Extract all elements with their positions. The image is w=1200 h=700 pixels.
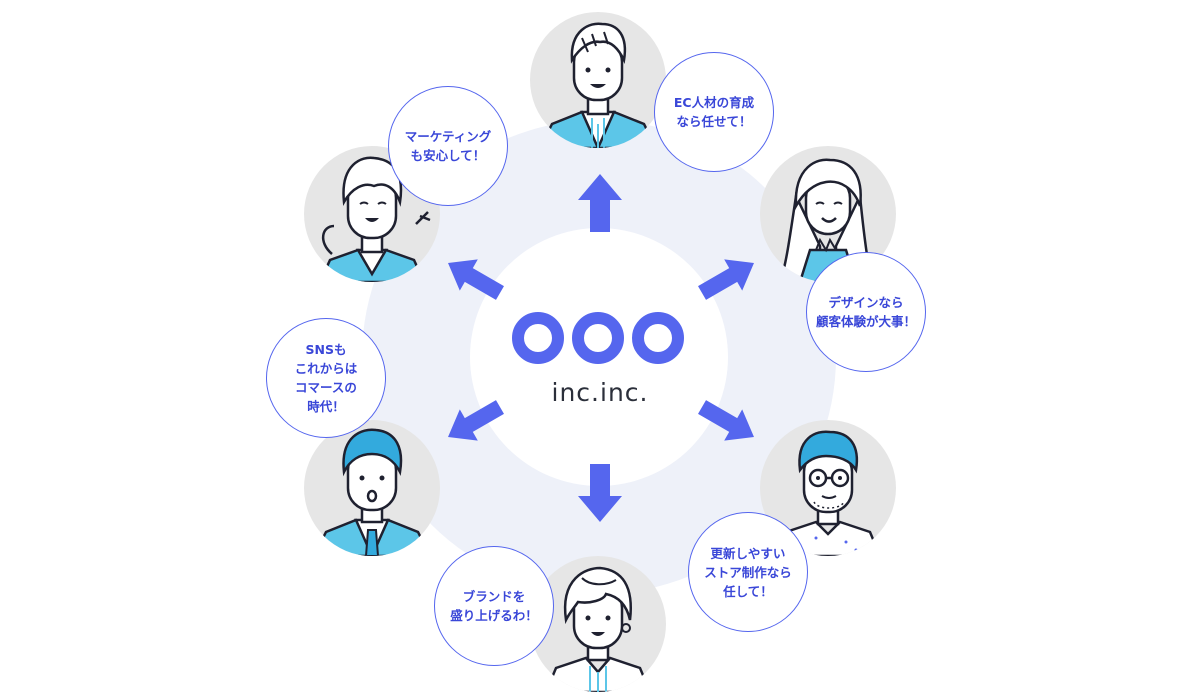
speech-bubble-top: EC人材の育成 なら任せて！ — [654, 52, 774, 172]
speech-bubble-bottom: ブランドを 盛り上げるわ！ — [434, 546, 554, 666]
businessman-avatar-icon — [530, 12, 666, 148]
bubble-text: ブランドを 盛り上げるわ！ — [450, 589, 538, 623]
arrow-upper-right-icon — [698, 259, 754, 300]
arrow-upper-left-icon — [448, 259, 504, 300]
arrow-down-icon — [578, 464, 622, 522]
woman-ponytail-avatar-icon — [304, 146, 440, 282]
bubble-text: EC人材の育成 なら任せて！ — [673, 95, 755, 129]
company-name: inc.inc. — [551, 378, 649, 407]
arrow-lower-left-icon — [448, 400, 504, 441]
company-logo-icon — [512, 312, 684, 364]
bubble-text: マーケティング も安心して！ — [404, 129, 492, 163]
bubble-text: デザインなら 顧客体験が大事！ — [815, 295, 916, 329]
bubble-text: SNSも これからは コマースの 時代！ — [294, 342, 358, 414]
arrow-up-icon — [578, 174, 622, 232]
bubble-text: 更新しやすい ストア制作なら 任して！ — [704, 545, 792, 599]
arrow-lower-right-icon — [698, 400, 754, 441]
speech-bubble-upper-right: デザインなら 顧客体験が大事！ — [806, 252, 926, 372]
speech-bubble-lower-left: SNSも これからは コマースの 時代！ — [266, 318, 386, 438]
man-glasses-avatar-icon — [760, 420, 896, 556]
speech-bubble-upper-left: マーケティング も安心して！ — [388, 86, 508, 206]
man-blue-hair-avatar-icon — [304, 420, 440, 556]
woman-short-hair-avatar-icon — [530, 556, 666, 692]
speech-bubble-lower-right: 更新しやすい ストア制作なら 任して！ — [688, 512, 808, 632]
